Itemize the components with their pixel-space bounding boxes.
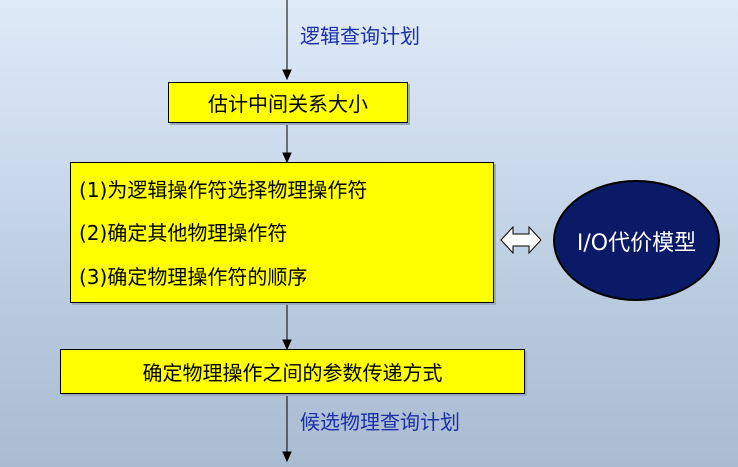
param-box: 确定物理操作之间的参数传递方式 <box>60 349 525 394</box>
logical-plan-label: 逻辑查询计划 <box>300 24 420 48</box>
arrowhead-estimate-steps <box>282 152 292 164</box>
estimate-box-label: 估计中间关系大小 <box>208 92 368 116</box>
arrowhead-top <box>282 69 292 81</box>
steps-box: (1)为逻辑操作符选择物理操作符 (2)确定其他物理操作符 (3)确定物理操作符… <box>70 162 494 303</box>
step-3: (3)确定物理操作符的顺序 <box>79 265 308 289</box>
param-box-label: 确定物理操作之间的参数传递方式 <box>142 361 443 385</box>
candidate-plan-label: 候选物理查询计划 <box>300 410 460 434</box>
cost-model-label: I/O代价模型 <box>576 230 697 256</box>
step-1: (1)为逻辑操作符选择物理操作符 <box>79 178 368 202</box>
step-2: (2)确定其他物理操作符 <box>79 221 288 245</box>
double-arrow-icon <box>500 225 542 255</box>
estimate-box: 估计中间关系大小 <box>168 82 408 123</box>
arrowhead-bottom <box>282 451 292 463</box>
arrowhead-steps-param <box>282 339 292 351</box>
cost-model-ellipse: I/O代价模型 <box>553 180 720 301</box>
